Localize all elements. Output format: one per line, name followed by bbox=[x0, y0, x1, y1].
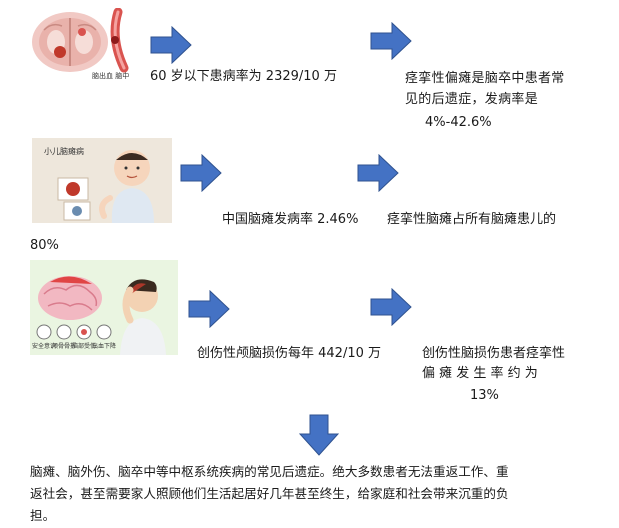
right-arrow-icon bbox=[370, 288, 412, 326]
right-arrow-icon bbox=[150, 26, 192, 64]
cerebral-palsy-child-illustration: 小儿脑瘫病 bbox=[32, 138, 172, 223]
right-arrow-icon bbox=[188, 290, 230, 328]
brain-stroke-illustration: 脑出血 脑中 bbox=[26, 8, 140, 82]
illustration-caption: 安全意识 bbox=[32, 343, 57, 350]
stroke-spastic-rate: 4%-42.6% bbox=[425, 115, 492, 130]
stroke-incidence-text: 60 岁以下患病率为 2329/10 万 bbox=[150, 69, 337, 84]
cp-incidence-text: 中国脑瘫发病率 2.46% bbox=[222, 212, 359, 227]
summary-text-line1: 脑瘫、脑外伤、脑卒中等中枢系统疾病的常见后遗症。绝大多数患者无法重返工作、重 bbox=[30, 464, 509, 479]
stroke-spastic-text-line1: 痉挛性偏瘫是脑卒中患者常 bbox=[405, 71, 565, 86]
illustration-caption: 小儿脑瘫病 bbox=[44, 147, 84, 156]
illustration-caption: 出血下降 bbox=[92, 343, 117, 350]
tbi-spastic-text-line1: 创伤性脑损伤患者痉挛性 bbox=[422, 346, 566, 361]
right-arrow-icon bbox=[180, 154, 222, 192]
right-arrow-icon bbox=[370, 22, 412, 60]
tbi-incidence-text: 创伤性颅脑损伤每年 442/10 万 bbox=[197, 346, 381, 361]
illustration-caption: 脑部受伤 bbox=[72, 343, 97, 350]
illustration-caption: 脑出血 脑中 bbox=[92, 72, 130, 80]
summary-text-line3: 担。 bbox=[30, 508, 56, 523]
stroke-spastic-text-line2: 见的后遗症，发病率是 bbox=[405, 92, 539, 107]
cp-spastic-text-line1: 痉挛性脑瘫占所有脑瘫患儿的 bbox=[387, 212, 557, 227]
tbi-spastic-rate: 13% bbox=[470, 388, 499, 403]
cp-spastic-rate: 80% bbox=[30, 238, 59, 253]
tbi-spastic-text-line2: 偏 瘫 发 生 率 约 为 bbox=[422, 366, 538, 381]
right-arrow-icon bbox=[357, 154, 399, 192]
head-injury-illustration: 安全意识 颅骨骨折 脑部受伤 出血下降 bbox=[30, 260, 178, 355]
summary-text-line2: 返社会，甚至需要家人照顾他们生活起居好几年甚至终生，给家庭和社会带来沉重的负 bbox=[30, 486, 509, 501]
down-arrow-icon bbox=[299, 414, 339, 456]
illustration-caption: 颅骨骨折 bbox=[52, 343, 77, 350]
